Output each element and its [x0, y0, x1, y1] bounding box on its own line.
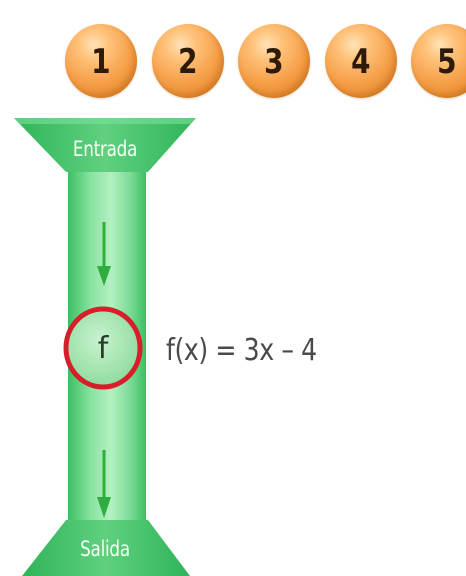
- number-ball-4: 4: [325, 24, 397, 98]
- number-ball-label: 3: [264, 42, 284, 82]
- number-ball-2: 2: [152, 24, 224, 98]
- number-balls: 1 2 3 4 5: [65, 24, 466, 100]
- output-label: Salida: [80, 537, 130, 561]
- down-arrow-icon: [97, 222, 111, 286]
- number-ball-5: 5: [411, 24, 466, 98]
- number-ball-label: 5: [437, 42, 457, 82]
- number-ball-label: 1: [91, 42, 111, 82]
- number-ball-label: 4: [351, 42, 371, 82]
- number-ball-1: 1: [65, 24, 137, 98]
- input-label: Entrada: [72, 137, 138, 161]
- function-ring: [63, 306, 143, 390]
- down-arrow-icon: [97, 450, 111, 518]
- input-funnel: [14, 118, 196, 172]
- function-formula: f(x) = 3x – 4: [166, 333, 317, 368]
- output-funnel: [22, 520, 190, 576]
- number-ball-3: 3: [238, 24, 310, 98]
- number-ball-label: 2: [178, 42, 198, 82]
- function-name: f: [97, 330, 109, 366]
